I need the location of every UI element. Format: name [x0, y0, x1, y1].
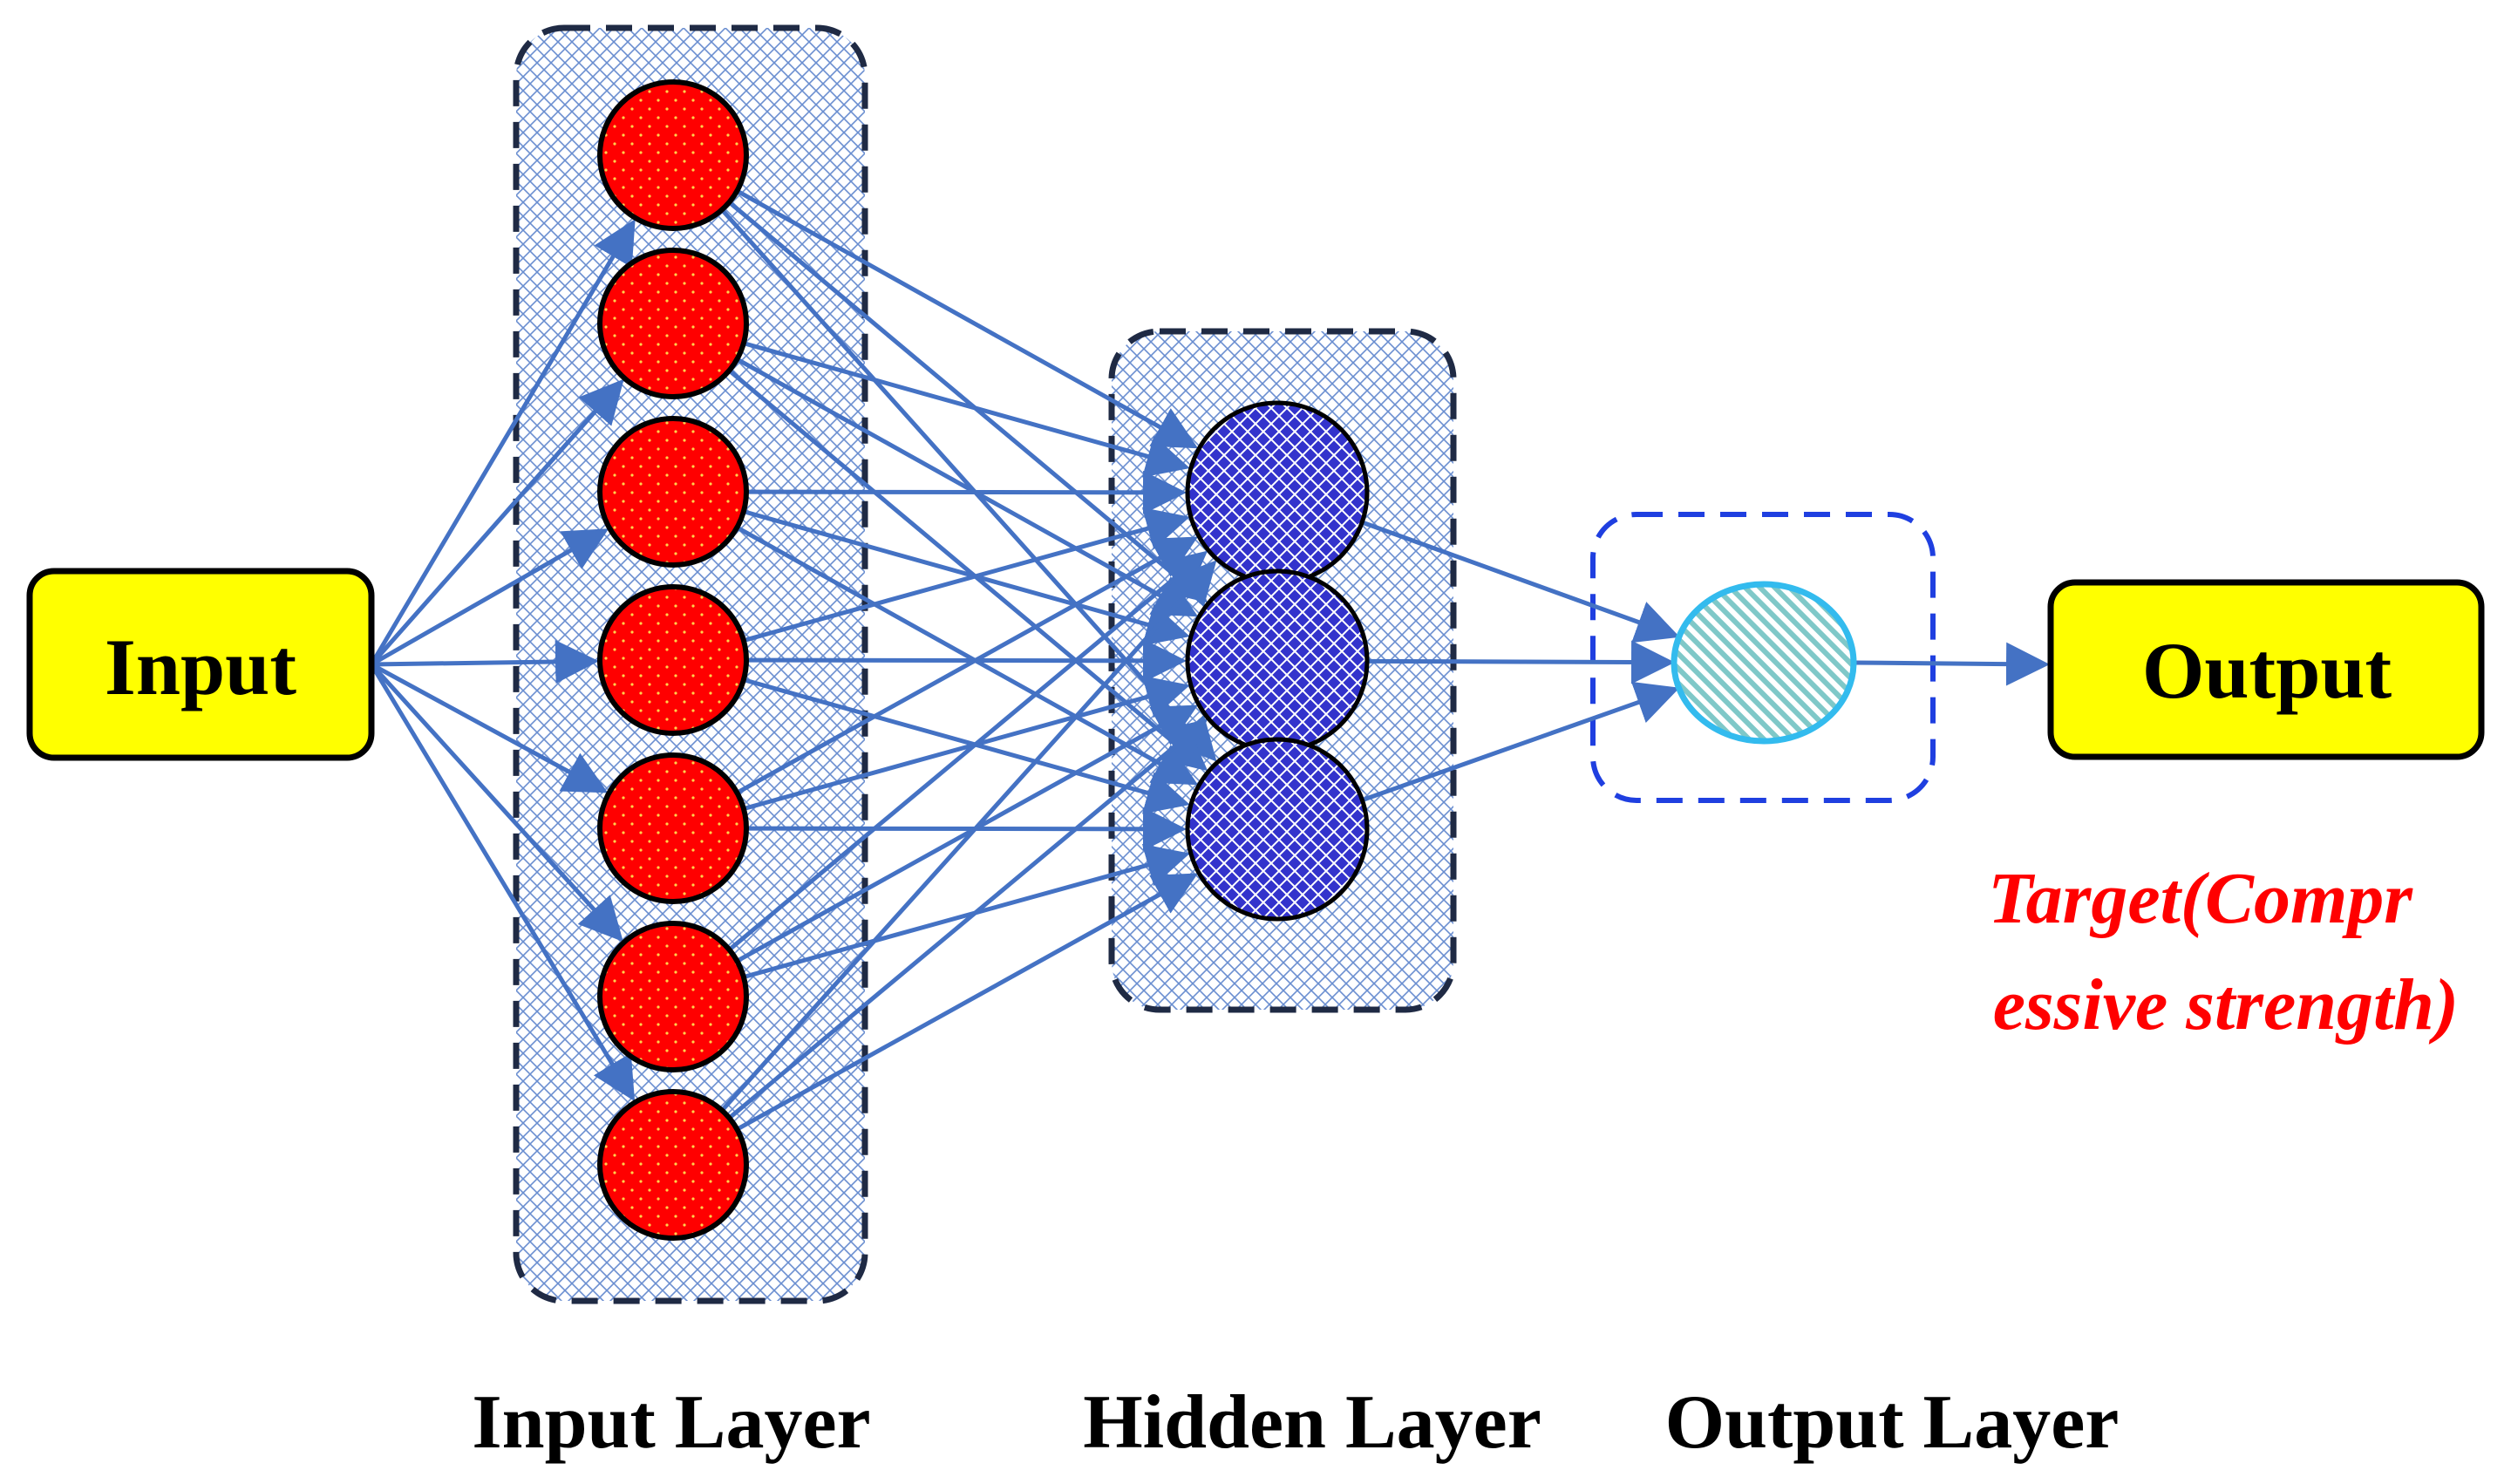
target-label-line2: essive strength): [1993, 964, 2459, 1045]
input-node-4: [597, 584, 749, 736]
hidden-node-1: [1185, 400, 1370, 585]
edge-hid3-to-output: [1361, 681, 1680, 803]
edge-in6-to-hid3: [743, 844, 1190, 979]
edge-in2-to-hid2: [736, 357, 1199, 617]
input-box: Input: [26, 568, 375, 761]
edge-output-to-box: [1853, 642, 2050, 686]
edge-in6-to-hid2: [736, 705, 1199, 963]
edge-in5-to-hid2: [743, 676, 1190, 811]
edge-in7-to-hid3: [736, 873, 1199, 1132]
input-node-3: [597, 416, 749, 568]
edge-hid1-to-output: [1361, 520, 1680, 643]
edge-hid2-to-output: [1366, 640, 1676, 684]
output-layer-label: Output Layer: [1665, 1380, 2120, 1465]
edge-in1-to-hid1: [736, 188, 1199, 449]
edge-input-to-node-4: [371, 639, 600, 684]
hidden-layer-label: Hidden Layer: [1083, 1380, 1541, 1465]
edge-in5-to-hid3: [745, 807, 1187, 851]
edge-input-to-node-2: [370, 378, 624, 666]
hidden-node-2: [1185, 568, 1370, 753]
input-node-7: [597, 1089, 749, 1241]
input-node-6: [597, 921, 749, 1072]
edge-in4-to-hid1: [743, 507, 1190, 643]
edge-input-to-node-7: [369, 663, 636, 1102]
edge-in4-to-hid3: [743, 677, 1190, 814]
edge-in7-to-hid2: [727, 718, 1208, 1120]
edge-input-to-node-5: [370, 662, 609, 793]
edge-in3-to-hid3: [736, 525, 1199, 786]
input-node-2: [597, 248, 749, 399]
input-node-1: [597, 79, 749, 231]
output-node: [1671, 581, 1857, 745]
edge-in7-to-hid1: [720, 560, 1217, 1113]
input-box-label: Input: [105, 623, 296, 711]
edge-in4-to-hid2: [745, 638, 1187, 683]
edge-in3-to-hid1: [745, 470, 1187, 514]
edge-in2-to-hid1: [743, 341, 1190, 478]
output-box-label: Output: [2142, 626, 2392, 715]
edge-in1-to-hid3: [720, 208, 1217, 762]
edge-in5-to-hid1: [736, 536, 1199, 795]
edge-input-to-node-1: [369, 219, 636, 666]
edge-in6-to-hid1: [727, 550, 1208, 952]
edge-input-to-node-6: [370, 663, 623, 943]
network-nodes: [597, 79, 1857, 1241]
hidden-node-3: [1185, 737, 1370, 922]
edge-in3-to-hid2: [743, 509, 1190, 646]
connection-edges: [369, 188, 2050, 1132]
output-box: Output: [2047, 579, 2485, 760]
target-label-line1: Target(Compr: [1988, 858, 2413, 939]
input-node-5: [597, 752, 749, 904]
input-layer-label: Input Layer: [472, 1380, 870, 1465]
edge-input-to-node-3: [370, 528, 609, 667]
